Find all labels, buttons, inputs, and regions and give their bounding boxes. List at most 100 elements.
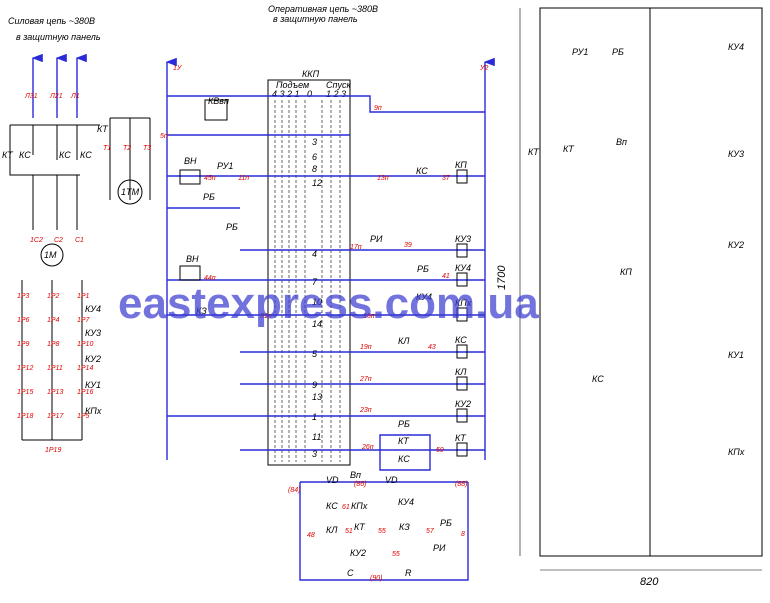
r-label: 1Р9	[17, 341, 30, 348]
kpx2-label: КПх	[351, 501, 368, 511]
node-label: 57	[426, 528, 435, 535]
main-motor-label: 1М	[44, 250, 57, 260]
kp-label: КП	[455, 160, 467, 170]
vn1-label: ВН	[184, 156, 197, 166]
ru1-label: РУ1	[217, 161, 233, 171]
control-circuit: Оперативная цепь ~380В в защитную панель…	[160, 4, 495, 582]
kt-contact-label: КТ	[398, 436, 410, 446]
control-subtitle: в защитную панель	[273, 14, 358, 24]
rb3-label: РБ	[417, 264, 429, 274]
r-label: 1Р8	[47, 341, 60, 348]
node-label: (88)	[455, 481, 467, 488]
ku4-coil	[456, 272, 468, 287]
c-label: 1С2	[30, 237, 43, 244]
ku3-coil	[456, 243, 468, 258]
kt-label: КТ	[2, 150, 14, 160]
position-label: 12	[312, 178, 322, 188]
ks-label: КС	[59, 150, 71, 160]
power-subtitle: в защитную панель	[16, 32, 101, 42]
phase-label: Л31	[24, 93, 38, 100]
kz-label: КЗ	[196, 306, 207, 316]
node-label: 39	[404, 242, 412, 249]
kkp-positions-right: 1 2 3	[326, 89, 346, 99]
master-controller-box	[267, 79, 351, 466]
vd1-label: VD	[326, 475, 339, 485]
r-label: 1Р12	[17, 365, 33, 372]
ri2-label: РИ	[433, 543, 446, 553]
node-label: (90)	[370, 575, 382, 582]
vn1-box	[179, 169, 201, 185]
vd2-label: VD	[385, 475, 398, 485]
phase-label: Л21	[49, 93, 63, 100]
node-label: (84)	[288, 487, 300, 494]
node-label: 31п	[260, 313, 272, 320]
cabinet-width: 820	[640, 576, 659, 588]
cabinet-height: 1700	[496, 265, 508, 290]
cab-ru1-label: РУ1	[572, 47, 588, 57]
position-label: 11	[312, 432, 321, 442]
node-label: 44п	[204, 275, 216, 282]
r-label: 1Р1	[77, 293, 90, 300]
node-label: 17п	[350, 244, 362, 251]
ks3-label: КС	[398, 454, 410, 464]
node-label: 13п	[377, 175, 389, 182]
left-bus-label: 1У	[173, 65, 183, 72]
r-label: 1Р18	[17, 413, 33, 420]
contactor-label: КПх	[85, 406, 102, 416]
ks-label: КС	[19, 150, 31, 160]
phase-label: Л1	[70, 93, 80, 100]
ks-label: КС	[416, 166, 428, 176]
cab-ku4-label: КУ4	[728, 42, 744, 52]
node-label: 55	[392, 551, 400, 558]
position-label: 10	[312, 297, 322, 307]
rb-label: РБ	[203, 192, 215, 202]
node-label: (86)	[354, 481, 366, 488]
contactor-label: КУ2	[85, 354, 101, 364]
r-label: 1Р16	[77, 389, 93, 396]
node-label: 11п	[238, 175, 249, 182]
r-label: 1Р3	[17, 293, 30, 300]
kkp-label: ККП	[302, 69, 320, 79]
kp-coil	[456, 169, 468, 184]
motor-feed	[32, 175, 78, 230]
position-label: 3	[312, 137, 317, 147]
cab-rb-label: РБ	[612, 47, 624, 57]
kpx-label: КПх	[455, 298, 472, 308]
kvp-switch	[204, 99, 228, 121]
ks4-label: КС	[326, 501, 338, 511]
ku2-coil	[456, 408, 468, 423]
r-label: 1Р15	[17, 389, 33, 396]
position-label: 9	[312, 380, 317, 390]
cab-vp-label: Вп	[616, 137, 627, 147]
node-label: 5п	[160, 133, 168, 140]
kkp-positions-left: 4 3 2 1	[272, 89, 300, 99]
node-label: 9п	[374, 105, 382, 112]
kl-label: КЛ	[398, 336, 410, 346]
ku3-label: КУ3	[455, 234, 471, 244]
ri-label: РИ	[370, 234, 383, 244]
cab-kpx-label: КПх	[728, 447, 745, 457]
c-label: С1	[75, 237, 84, 244]
power-circuit: Силовая цепь ~380В в защитную панель Л31…	[2, 16, 151, 454]
cab-ku1-label: КУ1	[728, 350, 744, 360]
cab-kp-label: КП	[620, 267, 632, 277]
kvp-label: КВвп	[208, 96, 229, 106]
r-label: 1Р4	[47, 317, 60, 324]
node-label: 23п	[359, 407, 372, 414]
contact-label: Т2	[123, 145, 131, 152]
rb4-label: РБ	[398, 419, 410, 429]
pump-motor-symbol	[117, 179, 143, 205]
main-motor-symbol	[40, 243, 64, 267]
r-label: 1Р10	[77, 341, 93, 348]
contactor-label: КУ4	[85, 304, 101, 314]
position-label: 3	[312, 449, 317, 459]
cab-kt-label: КТ	[528, 147, 540, 157]
cab-kt2-label: КТ	[563, 144, 575, 154]
node-label: 51	[345, 528, 353, 535]
contact-label: Т1	[103, 145, 111, 152]
node-label: 8	[461, 531, 465, 538]
power-title: Силовая цепь ~380В	[8, 16, 95, 26]
brake-loop	[299, 481, 469, 581]
r-label: 1Р6	[17, 317, 30, 324]
ku4b-label: КУ4	[398, 497, 414, 507]
